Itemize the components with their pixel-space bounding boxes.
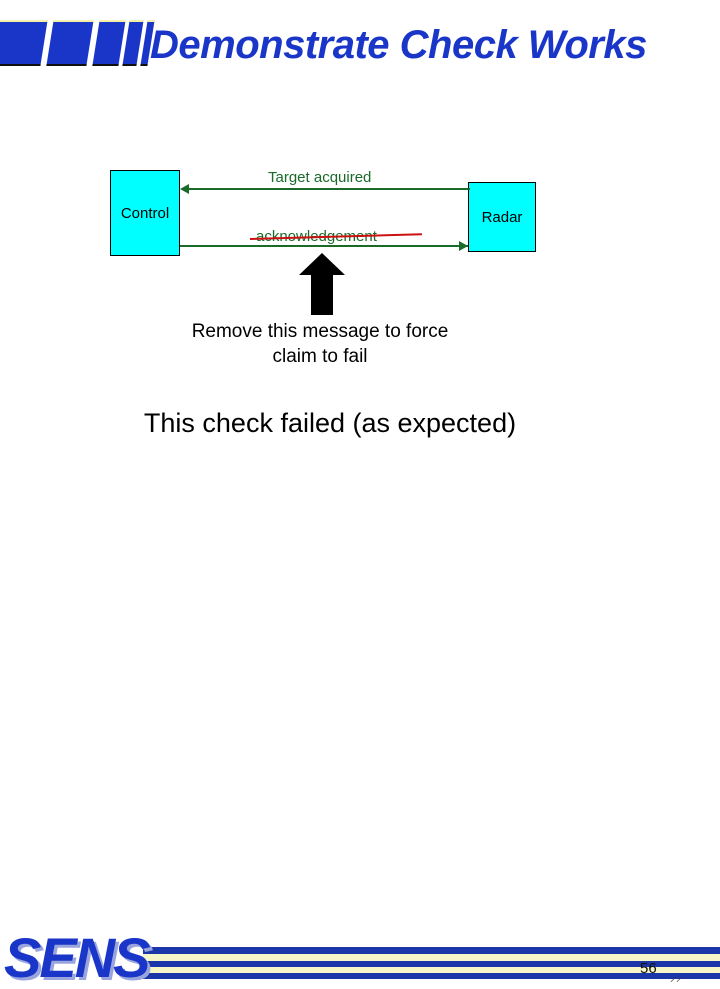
- note-text-line-1: Remove this message to force: [191, 321, 449, 342]
- message-label-acknowledgement: acknowledgement: [256, 228, 377, 245]
- verdict-text: This check failed (as expected): [143, 408, 517, 438]
- note-text-line-2: claim to fail: [272, 346, 368, 367]
- diagram-node-radar: Radar: [468, 182, 536, 252]
- diagram-node-control-label: Control: [120, 204, 170, 222]
- page-mark: ⸝⸝: [670, 970, 683, 984]
- arrowhead-right-icon: [459, 241, 468, 251]
- page-number: 56: [640, 960, 657, 977]
- footer-stripe-1: [143, 947, 720, 954]
- diagram-node-control: Control: [110, 170, 180, 256]
- message-line-acknowledgement: [180, 245, 468, 247]
- diagram-node-radar-label: Radar: [481, 208, 523, 226]
- footer-stripe-2: [143, 954, 720, 961]
- sens-logo: SENS: [4, 926, 150, 989]
- up-arrow-pointer-icon: [299, 253, 345, 315]
- slide-title: Demonstrate Check Works: [150, 23, 647, 67]
- message-label-target-acquired: Target acquired: [268, 169, 372, 186]
- arrowhead-left-icon: [180, 184, 189, 194]
- sequence-diagram: Control Radar Target acquired acknowledg…: [0, 0, 720, 340]
- footer-stripe-group: [143, 947, 720, 979]
- footer-stripe-5: [143, 973, 720, 979]
- slide-footer: SENS 56 ⸝⸝: [0, 460, 720, 986]
- message-line-target-acquired: [186, 188, 470, 190]
- note-text: Remove this message to force claim to fa…: [100, 319, 540, 369]
